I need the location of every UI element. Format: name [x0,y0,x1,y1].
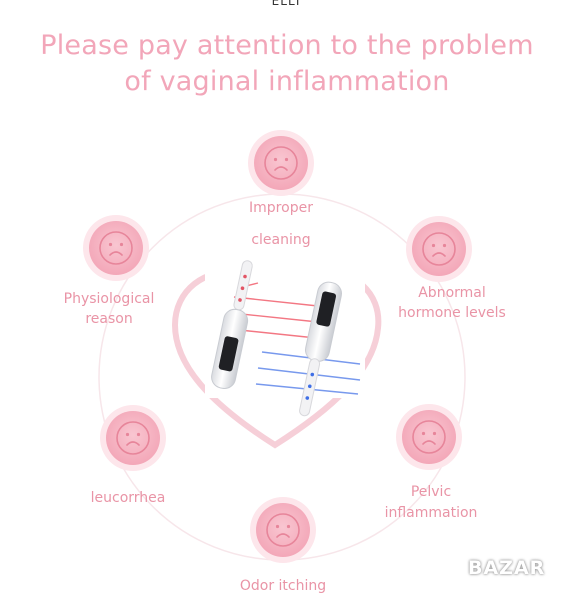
label-leucorrhea: leucorrhea [90,490,166,506]
label-pelvic: Pelvic [410,484,452,500]
sad-face-icon-pelvic [395,403,463,471]
label-physiological: Physiological [63,291,155,307]
sad-face-icon-leucorrhea [99,404,167,472]
label-cleaning: cleaning [251,232,311,248]
label-improper: Improper [249,200,313,216]
sad-face-icon-abnormal-hormone [405,215,473,283]
headline-line-1: Please pay attention to the problem [40,30,534,61]
watermark-logo: BAZAR [468,557,546,579]
device-left [211,260,253,389]
label-hormone-levels: hormone levels [398,305,506,321]
label-odor-itching: Odor itching [239,578,327,594]
sad-face-icon-improper-cleaning [247,129,315,197]
sad-face-icon-physiological [82,214,150,282]
headline-line-2: of vaginal inflammation [124,66,450,97]
label-abnormal: Abnormal [418,285,486,301]
top-cropped-text: ELLT [271,0,303,8]
device-right [299,281,343,417]
label-inflammation: inflammation [384,505,478,521]
label-reason: reason [85,311,133,327]
sad-face-icon-odor [249,496,317,564]
